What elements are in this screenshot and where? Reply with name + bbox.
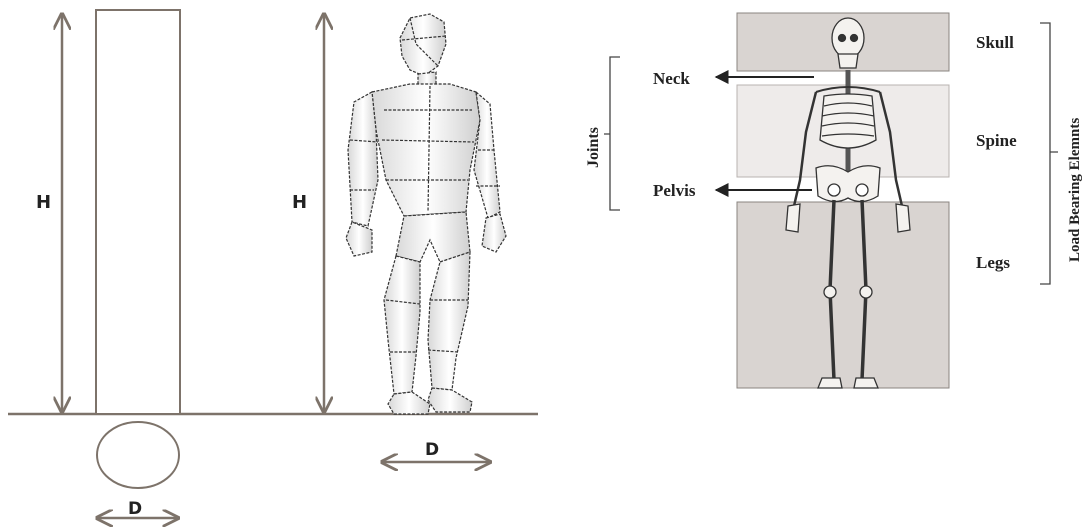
pillar-diameter-label: D	[128, 499, 142, 519]
region-legs-box	[737, 202, 949, 388]
human-height-label: H	[292, 192, 307, 213]
joints-bracket	[604, 57, 620, 210]
human-diameter-label: D	[425, 440, 439, 460]
skeleton-load-bearing: Neck Pelvis Joints Skull Spine Legs Load…	[585, 13, 1083, 388]
neck-label: Neck	[653, 69, 690, 88]
pillar-height-label: H	[36, 192, 51, 213]
legs-label: Legs	[976, 253, 1010, 272]
human-mannequin	[346, 14, 506, 414]
pillar	[96, 10, 180, 414]
skull-label: Skull	[976, 33, 1014, 52]
pillar-cross-section	[97, 422, 179, 488]
spine-label: Spine	[976, 131, 1017, 150]
pillar-human-comparison: H D H	[8, 10, 538, 519]
load-bearing-group-label: Load Bearing Elemnts	[1067, 118, 1083, 262]
joints-group-label: Joints	[585, 127, 602, 168]
load-bearing-bracket	[1040, 23, 1058, 284]
pelvis-label: Pelvis	[653, 181, 696, 200]
